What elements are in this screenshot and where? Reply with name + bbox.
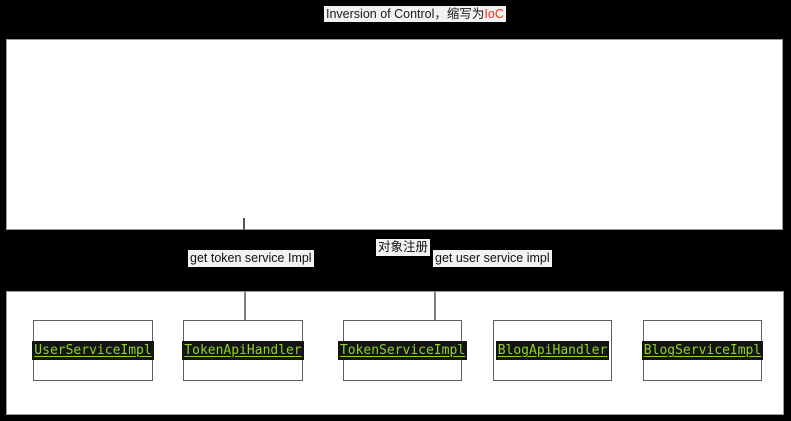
connector-stub-top: [243, 218, 245, 230]
node-user-service-impl[interactable]: UserServiceImpl: [32, 320, 154, 381]
edge-label-get-token-service-impl: get token service Impl: [188, 250, 314, 267]
node-blog-service-impl[interactable]: BlogServiceImpl: [641, 320, 764, 381]
diagram-title: Inversion of Control，缩写为IoC: [324, 6, 506, 22]
connector-line-token-api-handler: [244, 291, 246, 320]
node-label: TokenApiHandler: [182, 341, 304, 360]
node-token-service-impl[interactable]: TokenServiceImpl: [337, 320, 468, 381]
node-blog-api-handler[interactable]: BlogApiHandler: [493, 320, 612, 381]
ioc-container-panel: [6, 39, 783, 230]
node-label: BlogServiceImpl: [641, 341, 764, 360]
edge-label-object-registration: 对象注册: [376, 239, 431, 256]
node-label: UserServiceImpl: [32, 341, 154, 360]
node-token-api-handler[interactable]: TokenApiHandler: [182, 320, 304, 381]
page-title-accent: IoC: [484, 7, 504, 21]
page-title-text: Inversion of Control，缩写为: [326, 7, 485, 21]
connector-line-token-service-impl: [434, 291, 436, 320]
node-label: TokenServiceImpl: [337, 341, 468, 360]
edge-label-get-user-service-impl: get user service impl: [433, 250, 552, 267]
node-label: BlogApiHandler: [495, 341, 610, 360]
